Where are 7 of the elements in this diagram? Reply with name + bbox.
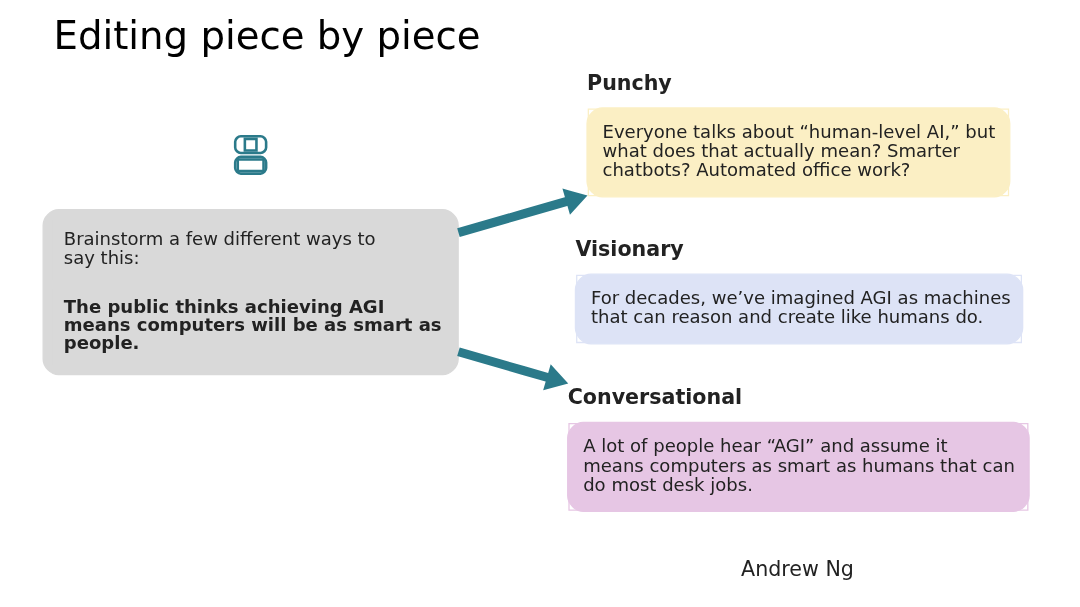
diagram-title: Editing piece by piece <box>53 13 481 59</box>
node-label: Visionary <box>575 236 684 261</box>
arrow <box>457 188 588 237</box>
node-label: Punchy <box>587 70 672 95</box>
node-label: Conversational <box>567 385 743 410</box>
label: Andrew Ng <box>741 556 854 581</box>
arrow <box>457 347 569 391</box>
